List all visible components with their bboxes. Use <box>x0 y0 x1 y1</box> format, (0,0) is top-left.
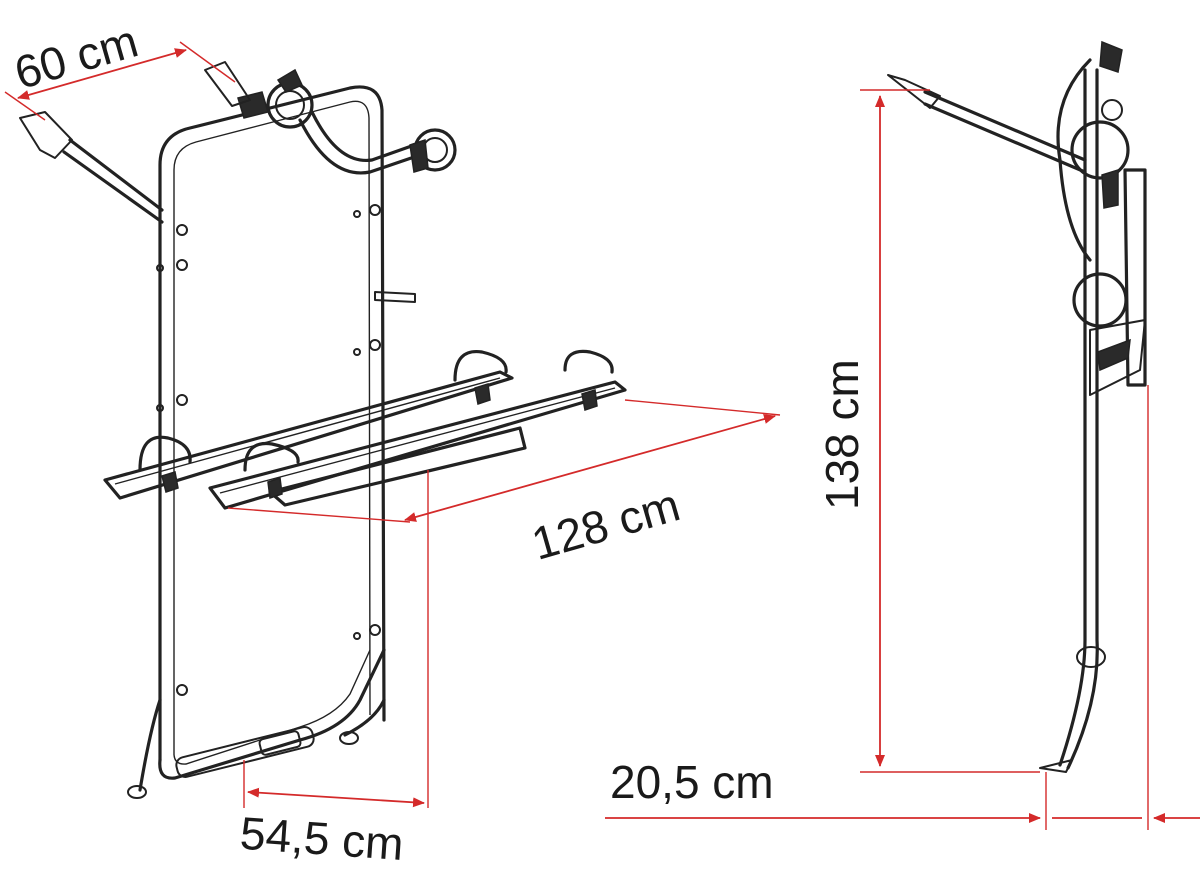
rail-1 <box>103 370 514 500</box>
wheel-strap <box>138 435 192 472</box>
dimension-height: 138 cm <box>816 89 1040 773</box>
bottom-bend <box>158 648 386 780</box>
top-arm <box>298 118 422 175</box>
wheel-rails <box>103 349 627 510</box>
upper-arm <box>68 138 164 212</box>
side-top-arm <box>923 90 1087 162</box>
wall-support-pad <box>19 111 73 159</box>
dimension-label-depth: 60 cm <box>9 14 144 99</box>
side-main-tube <box>1058 68 1087 767</box>
side-folding-bar <box>1123 168 1147 387</box>
frame-bolts <box>156 204 381 696</box>
side-clamp-1 <box>1070 120 1130 180</box>
side-clamp-2 <box>1072 272 1128 328</box>
front-view: 60 cm 128 cm 54,5 cm <box>4 14 781 870</box>
dimension-base-width: 54,5 cm <box>238 470 429 870</box>
dimension-depth: 60 cm <box>4 14 236 121</box>
side-view: 138 cm 20,5 cm <box>605 40 1200 830</box>
dimension-label-base-width: 54,5 cm <box>238 807 405 870</box>
dimension-label-offset: 20,5 cm <box>610 756 774 808</box>
main-frame <box>158 85 386 762</box>
dimension-offset: 20,5 cm <box>605 385 1200 830</box>
dimension-label-height: 138 cm <box>816 359 868 510</box>
dimension-label-rail-length: 128 cm <box>526 478 685 570</box>
